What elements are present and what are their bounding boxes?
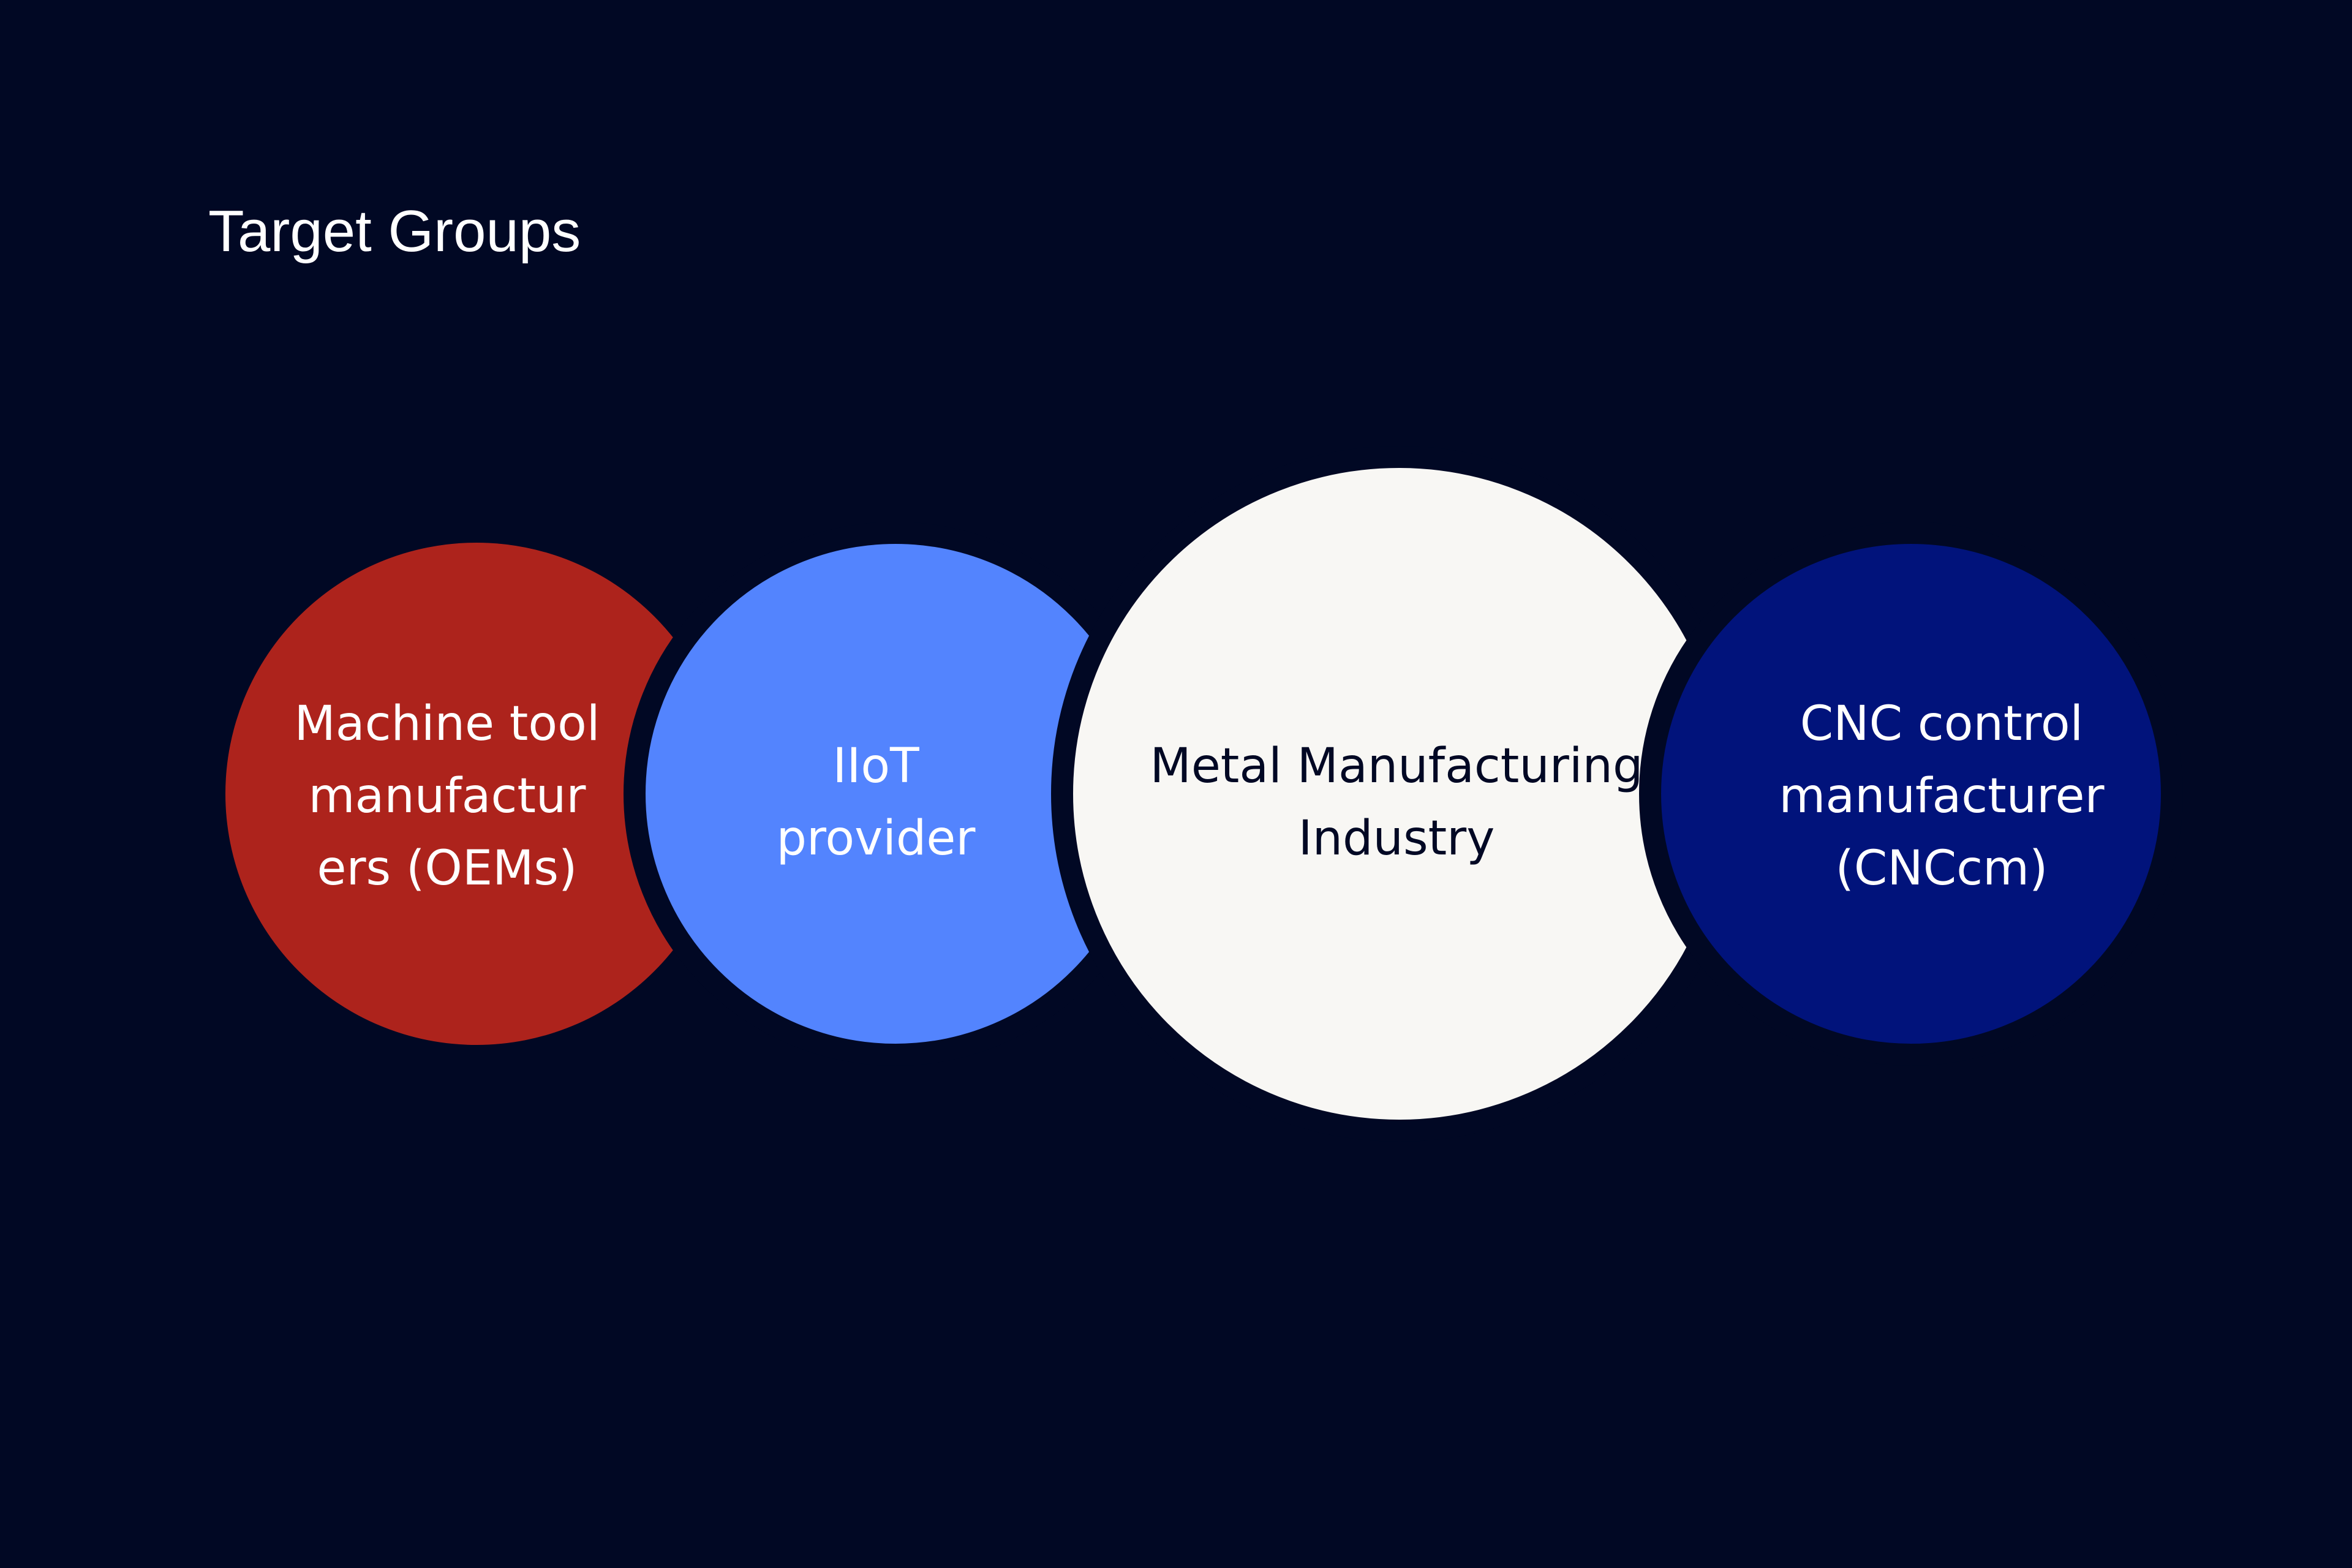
cnc-label: CNC control manufacturer (CNCcm) [1779, 696, 2105, 896]
iiot-label: IIoT provider [776, 739, 976, 866]
center-label: Metal Manufacturing Industry [1150, 739, 1643, 866]
oem-label: Machine tool manufactur ers (OEMs) [294, 696, 600, 896]
cnc-circle [1639, 522, 2183, 1066]
page-title: Target Groups [208, 198, 581, 264]
